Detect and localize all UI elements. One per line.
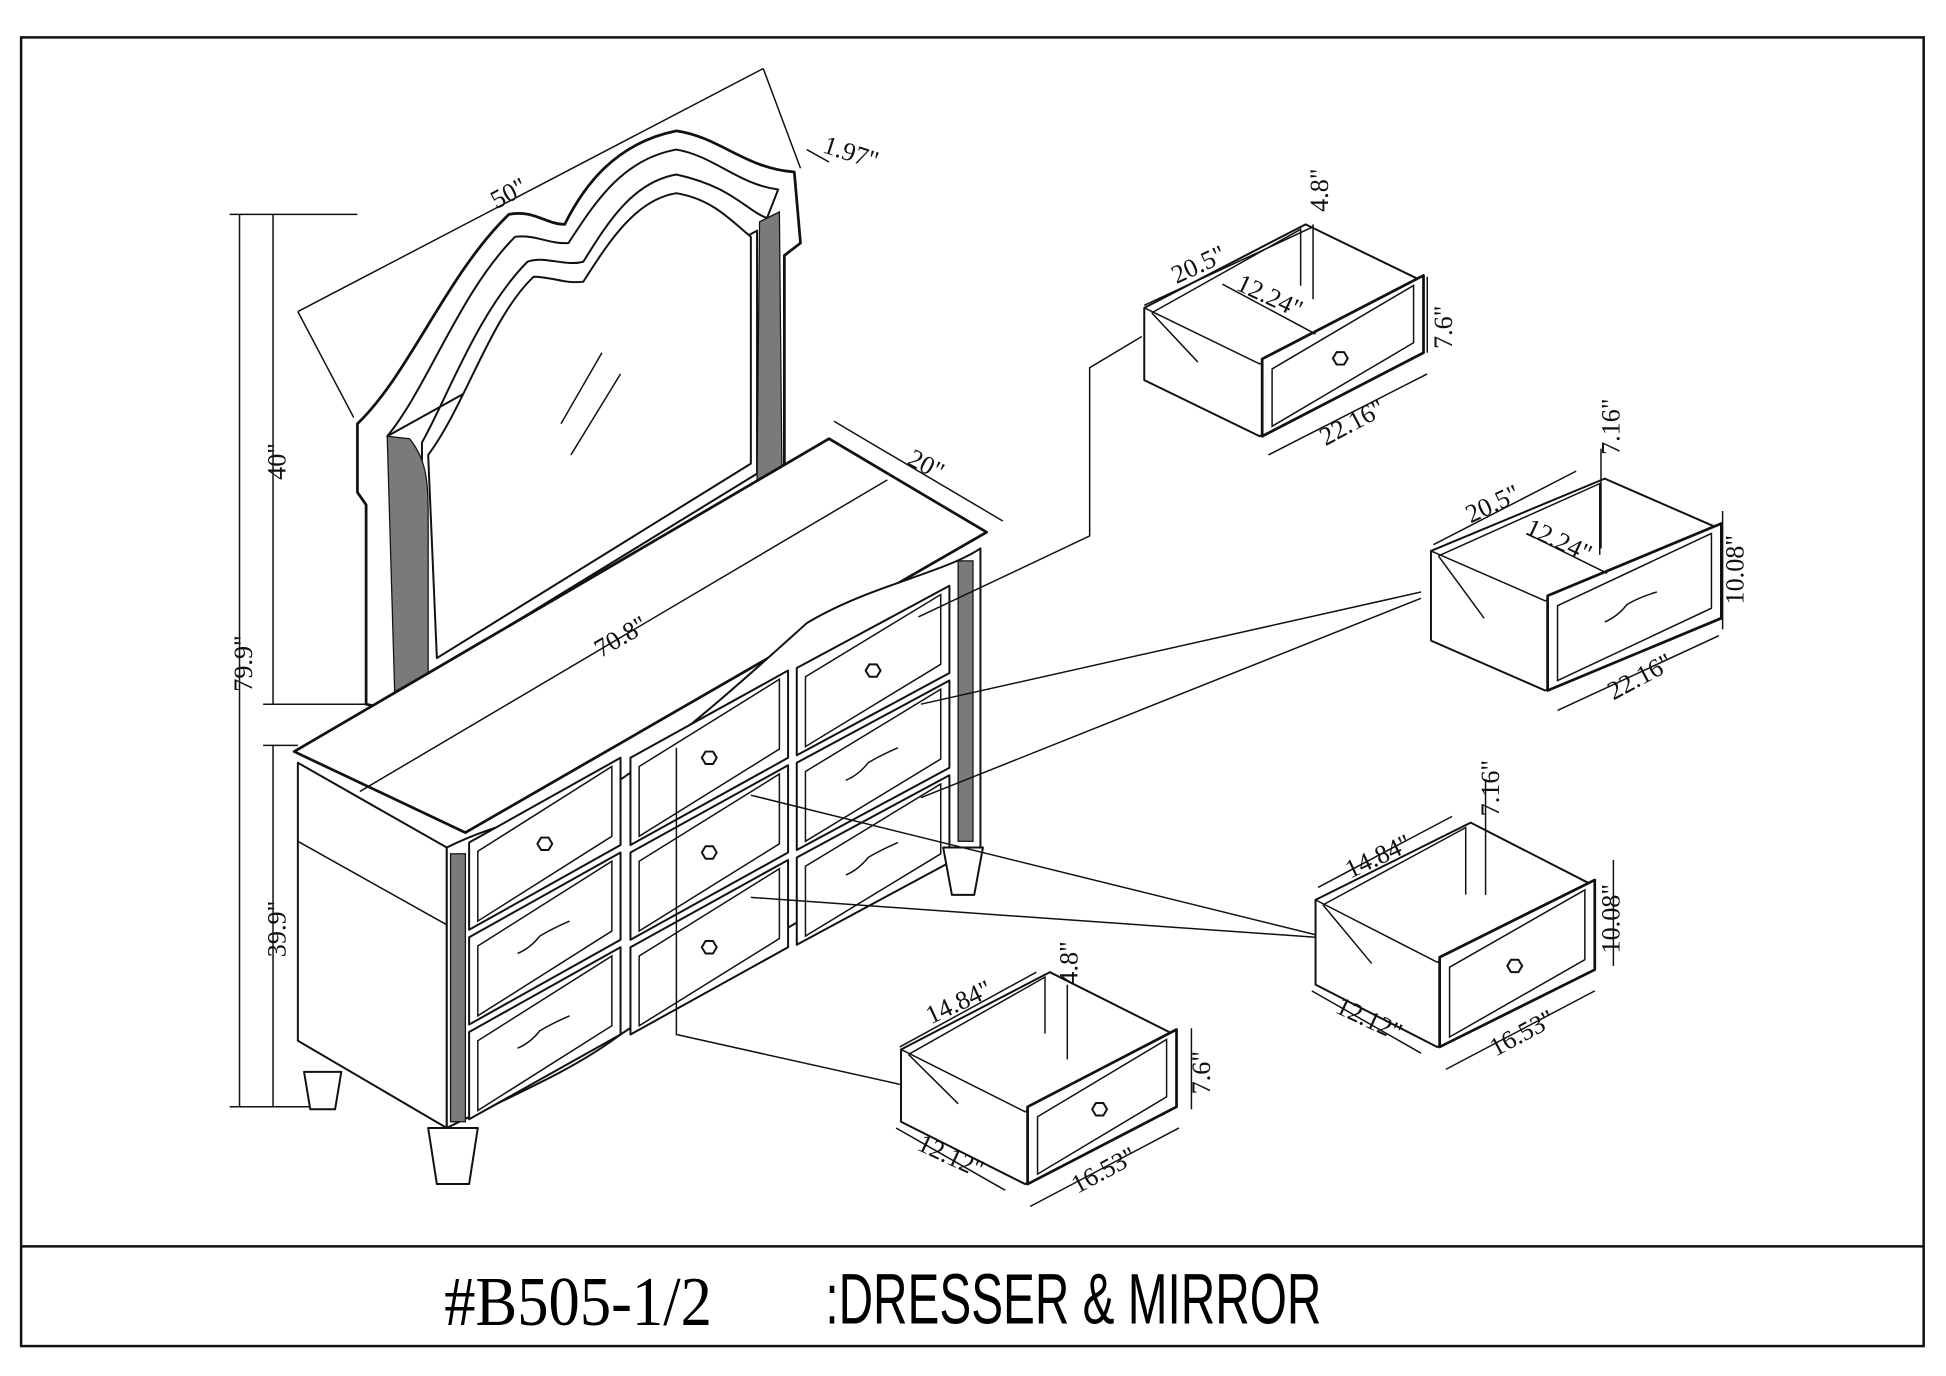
drawer4-inner-height-label: 4.8" xyxy=(1054,941,1083,984)
drawer-inner-edge xyxy=(1151,228,1302,314)
dimension-line xyxy=(1268,373,1428,456)
drawer-front-panel xyxy=(1036,1038,1168,1176)
mirror-width-label: 50" xyxy=(486,172,532,215)
drawer-front xyxy=(1546,522,1723,692)
sheet-border xyxy=(19,36,1925,1348)
dimension-line xyxy=(1311,990,1422,1054)
drawer2-front-height-label: 10.08" xyxy=(1721,535,1750,605)
dresser-drawer-panel xyxy=(804,782,942,938)
detail-dimension-lines xyxy=(895,224,1724,1208)
drawer1-inner-height-label: 4.8" xyxy=(1305,168,1334,211)
dimension-line xyxy=(895,1127,1006,1191)
dimension-lines xyxy=(229,67,1422,1108)
dresser-drawer-panel xyxy=(638,867,781,1028)
drawer-inner-edge xyxy=(1322,904,1373,964)
bail-handle-icon xyxy=(517,1015,570,1049)
knob-icon xyxy=(700,750,718,766)
dresser-depth-label: 20" xyxy=(903,443,949,486)
drawer-inner-edge xyxy=(1437,555,1485,619)
drawer-inner-edge xyxy=(1151,312,1199,363)
dresser-height-label: 39.9" xyxy=(262,901,291,957)
total-height-label: 79.9" xyxy=(229,635,258,691)
dresser-drawer-front xyxy=(468,851,622,1026)
dresser-drawer-panel xyxy=(804,593,942,748)
drawer-front-panel xyxy=(1556,532,1713,682)
dimension-line xyxy=(1143,226,1314,307)
dimension-line xyxy=(1526,532,1608,575)
bail-handle-icon xyxy=(1604,591,1658,623)
knob-icon xyxy=(864,663,882,678)
drawer-box xyxy=(1429,477,1723,692)
mirror-depth-label: 1.97" xyxy=(820,130,882,175)
dimension-line xyxy=(1222,283,1316,335)
bail-handle-icon xyxy=(845,841,899,876)
mirror xyxy=(356,129,802,712)
dresser-drawer-panel xyxy=(638,677,781,838)
drawer-box xyxy=(900,971,1178,1186)
dresser-drawer-panel xyxy=(477,859,613,1018)
knob-icon xyxy=(700,845,718,860)
dresser-drawer-front xyxy=(468,946,622,1121)
bail-handle-icon xyxy=(517,920,570,955)
drawer-front-panel xyxy=(1448,888,1586,1039)
drawer-inner-edge xyxy=(1322,826,1467,906)
drawer2-inner-height-label: 7.16" xyxy=(1597,398,1626,454)
dimension-line xyxy=(899,971,1037,1048)
dimension-line xyxy=(1557,634,1720,712)
drawer-inner-edge xyxy=(1438,482,1601,557)
drawer-details xyxy=(895,223,1724,1208)
knob-icon xyxy=(700,940,718,955)
drawer-front-panel xyxy=(1271,284,1415,428)
dimension-line xyxy=(1433,470,1577,546)
dimension-line xyxy=(1029,1127,1180,1208)
knob-icon xyxy=(536,836,554,852)
knob-icon xyxy=(1091,1102,1109,1117)
mirror-height-label: 40" xyxy=(262,443,291,480)
knob-icon xyxy=(1506,958,1524,974)
dresser-drawer-panel xyxy=(477,765,613,923)
dresser-drawer-panel xyxy=(638,772,781,933)
drawer4-front-height-label: 7.6" xyxy=(1187,1051,1216,1094)
drawer3-front-height-label: 10.08" xyxy=(1597,884,1626,954)
dimension-line xyxy=(1317,815,1453,889)
dimension-line xyxy=(1445,990,1596,1071)
title-name: :DRESSER & MIRROR xyxy=(825,1259,1321,1339)
drawer3-inner-height-label: 7.16" xyxy=(1476,760,1505,816)
title-model: #B505-1/2 xyxy=(444,1264,712,1341)
drawer-box xyxy=(1143,223,1425,438)
drawer-inner-edge xyxy=(907,1053,959,1105)
drawer-inner-edge xyxy=(908,975,1046,1056)
dresser xyxy=(292,437,989,1186)
drawer-box xyxy=(1314,821,1597,1049)
knob-icon xyxy=(1331,351,1349,366)
dresser-drawer-panel xyxy=(804,687,942,843)
dresser-drawer-panel xyxy=(477,954,613,1112)
dresser-drawer-front xyxy=(795,679,951,852)
bail-handle-icon xyxy=(845,747,899,781)
drawer1-front-height-label: 7.6" xyxy=(1429,306,1458,349)
